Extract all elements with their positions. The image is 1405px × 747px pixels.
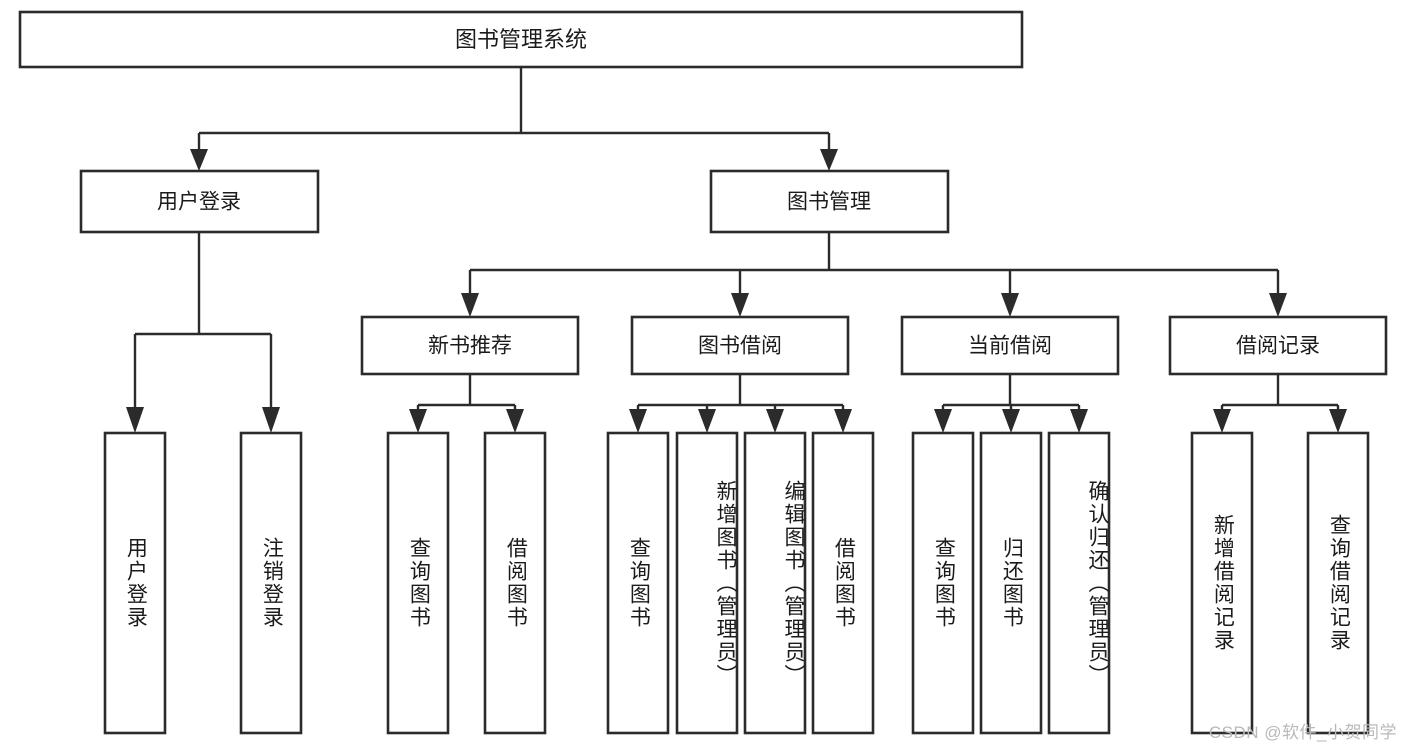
- node-book-management-box[interactable]: [709, 169, 950, 234]
- arrow-head-leaf-add-record: [1213, 409, 1231, 433]
- node-leaf-confirm-return-box[interactable]: [1047, 431, 1111, 735]
- arrow-head-leaf-logout-login: [262, 407, 280, 433]
- node-book-borrow-box[interactable]: [630, 315, 850, 376]
- arrow-head-current-borrow: [1001, 293, 1019, 317]
- arrow-head-leaf-query-record: [1329, 409, 1347, 433]
- node-borrow-record-label: 借阅记录: [1236, 335, 1320, 358]
- node-leaf-borrow-book-2-box[interactable]: [811, 431, 875, 735]
- node-leaf-add-record-box[interactable]: [1190, 431, 1254, 735]
- node-user-login-box[interactable]: [79, 169, 320, 234]
- arrow-head-leaf-add-book: [698, 409, 716, 433]
- arrow-head-leaf-borrow-book-1: [506, 409, 524, 433]
- node-user-login-label: 用户登录: [157, 191, 241, 214]
- arrow-head-leaf-user-login: [126, 407, 144, 433]
- node-leaf-return-book-box[interactable]: [979, 431, 1043, 735]
- csdn-watermark: CSDN @软件_小贺同学: [1208, 723, 1397, 742]
- node-leaf-edit-book-box[interactable]: [743, 431, 807, 735]
- arrow-head-leaf-confirm-return: [1070, 409, 1088, 433]
- node-book-management-label: 图书管理: [787, 191, 871, 214]
- node-root-label: 图书管理系统: [455, 27, 587, 52]
- arrow-head-leaf-borrow-book-2: [834, 409, 852, 433]
- node-leaf-query-book-1-box[interactable]: [386, 431, 450, 735]
- node-borrow-record-box[interactable]: [1168, 315, 1388, 376]
- node-new-book-recommend-label: 新书推荐: [428, 335, 512, 358]
- node-box-group: 图书管理系统 用户登录 图书管理 新书推荐 图书借阅 当前借阅 借阅记录: [18, 10, 1388, 735]
- arrow-head-leaf-edit-book: [766, 409, 784, 433]
- node-current-borrow-box[interactable]: [900, 315, 1120, 376]
- node-new-book-recommend-box[interactable]: [360, 315, 580, 376]
- node-leaf-logout-login-box[interactable]: [239, 431, 303, 735]
- node-leaf-borrow-book-1-box[interactable]: [483, 431, 547, 735]
- node-leaf-query-record-box[interactable]: [1306, 431, 1370, 735]
- node-book-borrow-label: 图书借阅: [698, 335, 782, 358]
- arrow-head-leaf-query-book-2: [629, 409, 647, 433]
- node-current-borrow-label: 当前借阅: [968, 335, 1052, 358]
- connector-group: [126, 67, 1347, 433]
- arrow-head-book-borrow: [731, 293, 749, 317]
- node-leaf-query-book-3-box[interactable]: [911, 431, 975, 735]
- arrow-head-leaf-return-book: [1002, 409, 1020, 433]
- arrow-head-borrow-record: [1269, 293, 1287, 317]
- node-leaf-query-book-2-box[interactable]: [606, 431, 670, 735]
- node-leaf-add-book-box[interactable]: [675, 431, 739, 735]
- arrow-head-user-login: [190, 149, 208, 171]
- arrow-head-new-book-recommend: [461, 293, 479, 317]
- arrow-head-leaf-query-book-3: [934, 409, 952, 433]
- arrow-head-book-management: [820, 149, 838, 171]
- arrow-head-leaf-query-book-1: [409, 409, 427, 433]
- node-leaf-user-login-box[interactable]: [103, 431, 167, 735]
- node-root-box[interactable]: [18, 10, 1024, 69]
